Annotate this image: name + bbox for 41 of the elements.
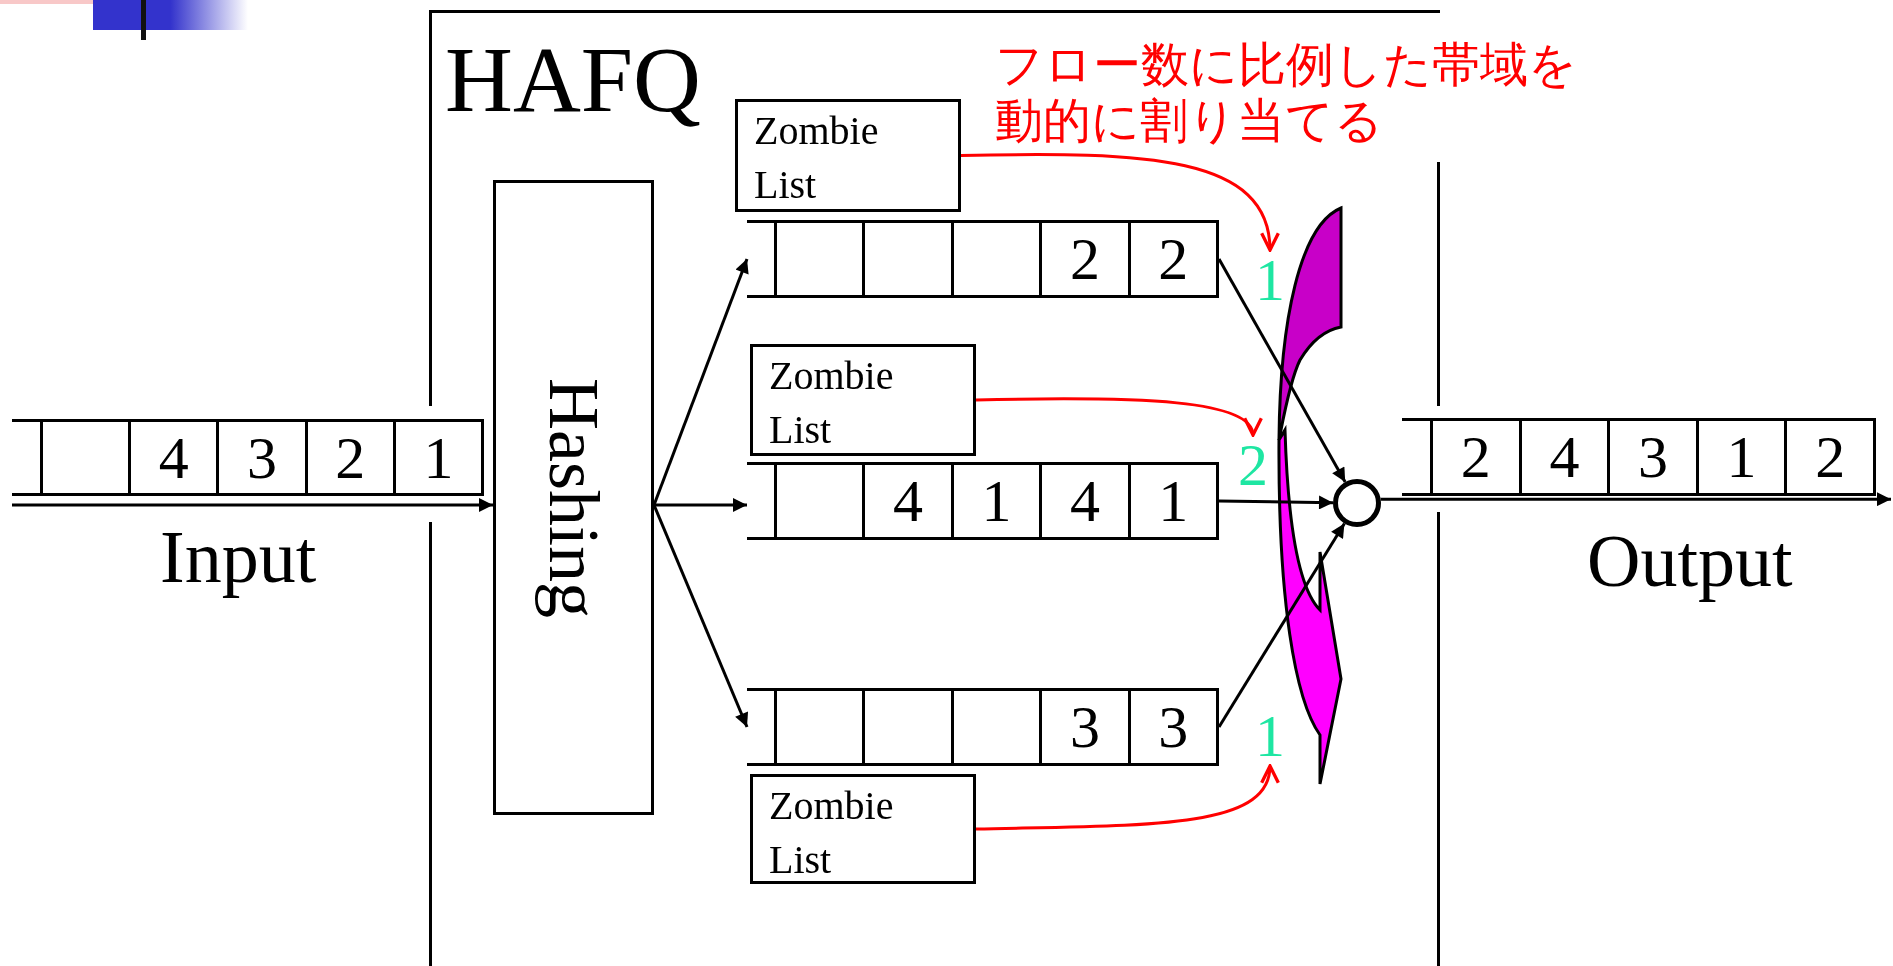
packet-slot: 3 [1127,691,1220,763]
hashing-box: Hashing [493,180,654,815]
queue-box [12,419,484,496]
arrow [654,498,747,512]
packet-slot: 1 [392,422,484,493]
packet-slot: 1 [950,465,1040,537]
packet-slot: 4 [128,422,217,493]
packet-slot: 3 [1039,691,1128,763]
arrow [1217,258,1347,483]
frame-title: HAFQ [445,32,701,126]
packet-slot: 1 [1695,421,1785,493]
packet-slot: 4 [862,465,951,537]
packet-slot: 1 [1127,465,1220,537]
queue-box [747,220,1219,298]
packet-slot: 2 [1039,223,1128,295]
packet-slot: 2 [304,422,393,493]
arrow [652,504,749,728]
packet-slot: 2 [1127,223,1220,295]
arrow [1380,492,1891,507]
queue-box [747,688,1219,766]
queue-box [747,462,1219,540]
weight-number: 1 [1255,250,1285,310]
zombie-list-box: Zombie List [750,774,976,884]
arrow [652,258,749,506]
packet-slot: 3 [216,422,305,493]
zombie-list-box: Zombie List [735,99,961,212]
packet-slot: 2 [1430,421,1519,493]
queue-box [1402,418,1876,496]
arrow [960,153,1278,252]
packet-slot: 4 [1518,421,1608,493]
weight-number: 2 [1238,435,1268,495]
arrow [1217,522,1346,728]
packet-slot: 2 [1784,421,1876,493]
zombie-list-box: Zombie List [750,344,976,456]
annotation-text: フロー数に比例した帯域を動的に割り当てる [995,36,1578,148]
arrow [975,764,1278,831]
weight-number: 1 [1255,706,1285,766]
arrow [1218,495,1334,510]
packet-slot: 3 [1607,421,1696,493]
packet-slot: 4 [1039,465,1128,537]
arrow [12,498,493,512]
